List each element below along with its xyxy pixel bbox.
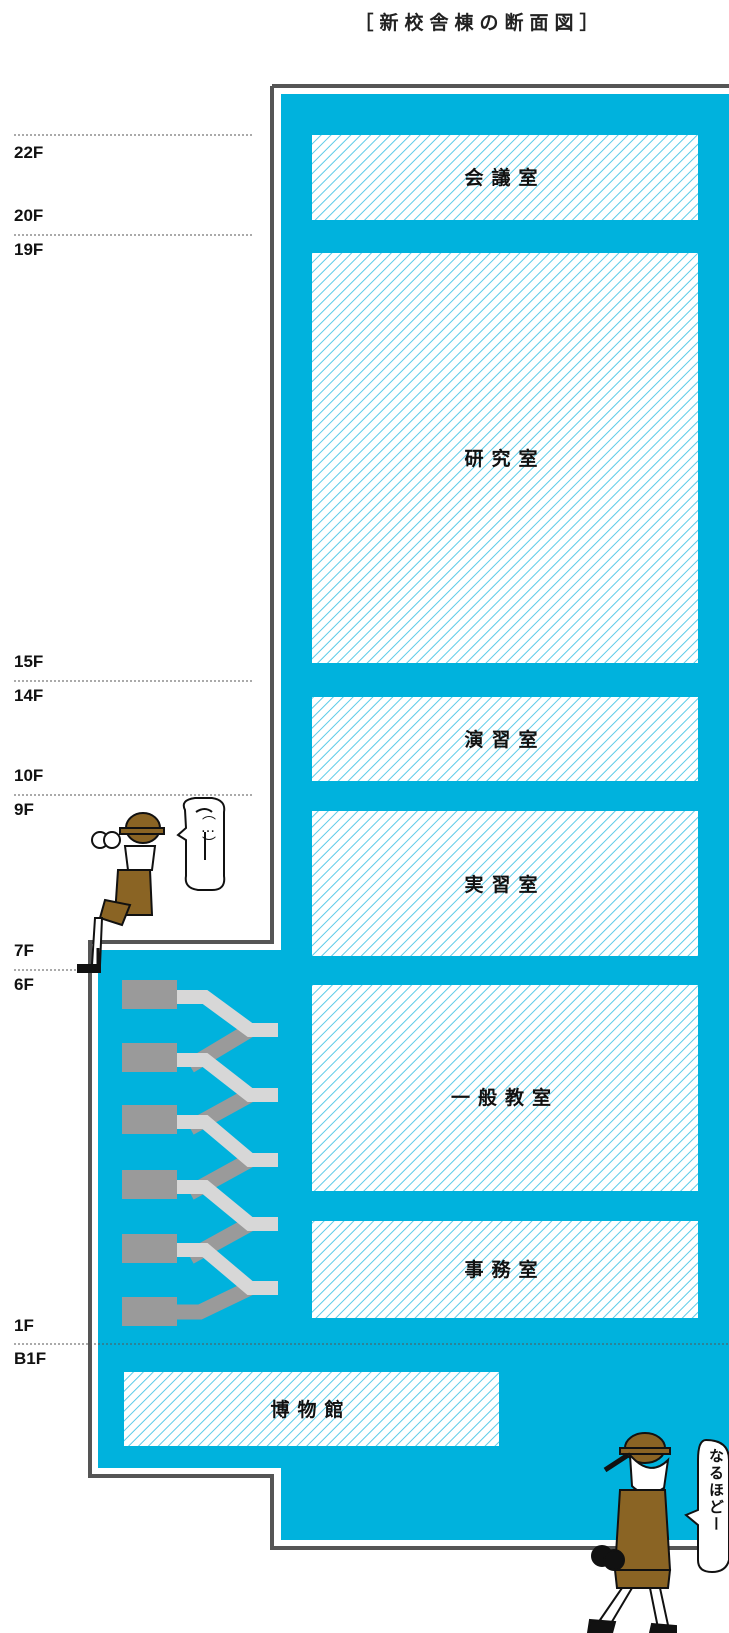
label-kaigi: 会議室 xyxy=(464,166,545,189)
room-enshu xyxy=(312,697,698,781)
label-jisshu: 実習室 xyxy=(464,873,545,896)
building-outline xyxy=(88,84,729,1550)
floor-22f: 22F xyxy=(14,143,44,162)
diagram-title: ［新校舎棟の断面図］ xyxy=(354,12,605,34)
room-jimu xyxy=(312,1221,698,1318)
floor-7f: 7F xyxy=(14,941,34,960)
room-jisshu xyxy=(312,811,698,956)
floor-6f: 6F xyxy=(14,975,34,994)
floor-9f: 9F xyxy=(14,800,34,819)
floor-15f: 15F xyxy=(14,652,44,671)
label-ippan: 一般教室 xyxy=(451,1086,559,1109)
floor-19f: 19F xyxy=(14,240,44,259)
floor-20f: 20F xyxy=(14,206,44,225)
escalators xyxy=(122,980,278,1326)
speech-text-top: （…） xyxy=(200,806,216,850)
label-enshu: 演習室 xyxy=(464,728,545,751)
floor-10f: 10F xyxy=(14,766,44,785)
floor-14f: 14F xyxy=(14,686,44,705)
room-kenkyu xyxy=(312,253,698,663)
speech-bubble-bottom xyxy=(684,1438,729,1574)
floor-1f: 1F xyxy=(14,1316,34,1335)
speech-bubble-top xyxy=(176,797,226,891)
room-hakubutsu xyxy=(124,1372,499,1446)
room-kaigi xyxy=(312,135,698,220)
speech-text-bottom: なるほどー xyxy=(707,1448,725,1533)
label-jimu: 事務室 xyxy=(464,1258,545,1281)
explorer-sitting-icon xyxy=(77,812,165,973)
room-ippan xyxy=(312,985,698,1191)
explorer-standing-icon xyxy=(586,1432,677,1633)
label-hakubutsu: 博物館 xyxy=(270,1398,351,1421)
label-kenkyu: 研究室 xyxy=(464,447,545,470)
floor-b1f: B1F xyxy=(14,1349,47,1368)
